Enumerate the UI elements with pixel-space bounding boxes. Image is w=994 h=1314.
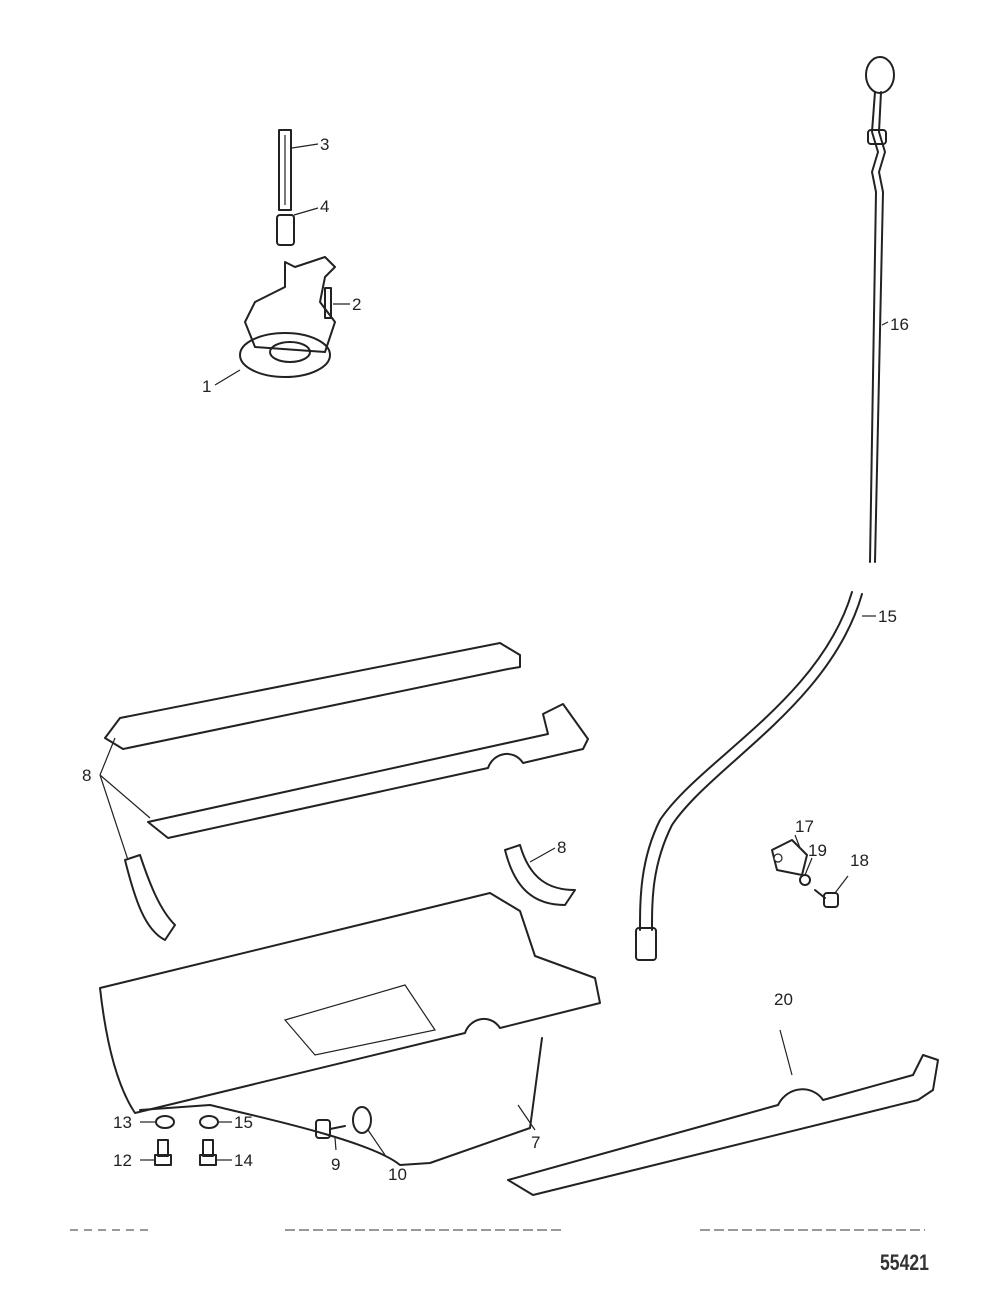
oil-pan-gasket-upper — [104, 642, 589, 839]
callout-19: 19 — [808, 841, 827, 860]
callout-20: 20 — [774, 990, 793, 1009]
drain-plug — [315, 1119, 346, 1139]
callout-8-left: 8 — [82, 766, 91, 785]
callout-7: 7 — [531, 1133, 540, 1152]
clip-bolt — [814, 889, 839, 908]
front-seal — [504, 844, 576, 906]
callout-16: 16 — [890, 315, 909, 334]
nuts-and-bolts — [154, 1115, 219, 1166]
shaft-coupler — [276, 214, 295, 246]
callout-10: 10 — [388, 1165, 407, 1184]
callout-1: 1 — [202, 377, 211, 396]
oil-pump — [239, 256, 336, 378]
callout-9: 9 — [331, 1155, 340, 1174]
callout-12: 13 — [113, 1113, 132, 1132]
callout-18: 18 — [850, 851, 869, 870]
callout-17: 17 — [795, 817, 814, 836]
callout-2: 2 — [352, 295, 361, 314]
oil-pan-gasket-lower — [507, 1054, 939, 1196]
dipstick — [865, 56, 895, 563]
dipstick-tube — [635, 591, 863, 961]
callout-4: 4 — [320, 197, 329, 216]
callout-3: 3 — [320, 135, 329, 154]
washer — [799, 874, 811, 886]
tube-clip — [771, 839, 808, 876]
callout-15: 15 — [878, 607, 897, 626]
rear-seal — [124, 854, 176, 941]
callout-14: 15 — [234, 1113, 253, 1132]
drain-plug-gasket — [352, 1106, 372, 1134]
callout-13: 14 — [234, 1151, 253, 1170]
oil-pump-shaft — [278, 129, 292, 211]
oil-pan — [99, 892, 601, 1166]
callout-11: 12 — [113, 1151, 132, 1170]
figure-number: 55421 — [880, 1250, 929, 1275]
leader-lines — [99, 143, 889, 1161]
callout-8-right: 8 — [557, 838, 566, 857]
